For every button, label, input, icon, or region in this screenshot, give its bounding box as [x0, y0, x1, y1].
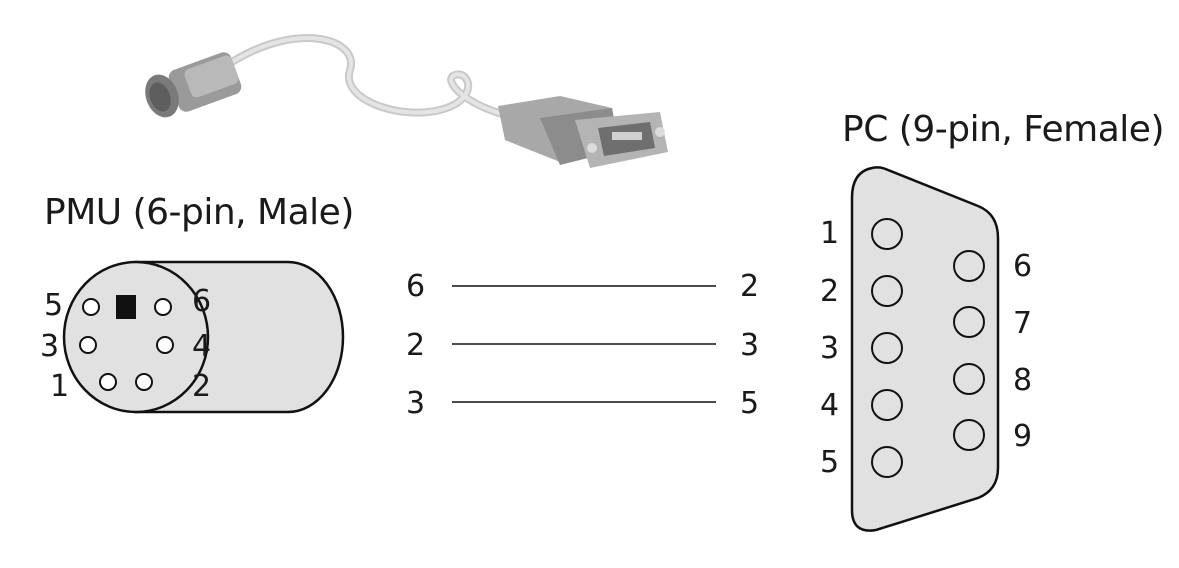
cable-illustration — [145, 34, 668, 168]
pmu-pin-label-5: 5 — [44, 288, 64, 323]
pmu-pin-3 — [79, 336, 97, 354]
pmu-key-pin — [116, 295, 136, 319]
din-plug-photo — [145, 52, 242, 118]
pmu-pin-label-1: 1 — [50, 369, 70, 404]
pmu-pin-5 — [82, 298, 100, 316]
pc-pin-label-9: 9 — [1013, 419, 1033, 454]
pmu-title: PMU (6-pin, Male) — [44, 192, 354, 233]
wire-to-label-3: 5 — [740, 386, 760, 421]
pmu-pin-label-6: 6 — [192, 284, 212, 319]
pc-pin-label-6: 6 — [1013, 249, 1033, 284]
wiring-lines — [452, 285, 716, 403]
pmu-pin-1 — [99, 373, 117, 391]
pc-pin-6 — [953, 250, 985, 282]
pc-pin-7 — [953, 306, 985, 338]
pmu-pin-label-3: 3 — [40, 329, 60, 364]
pc-connector — [850, 166, 1000, 532]
pmu-pin-6 — [154, 298, 172, 316]
pmu-pin-2 — [135, 373, 153, 391]
wire-to-label-1: 2 — [740, 269, 760, 304]
pmu-pin-label-2: 2 — [192, 369, 212, 404]
wire-from-label-2: 2 — [406, 328, 426, 363]
pc-pin-3 — [871, 332, 903, 364]
pc-pin-label-4: 4 — [820, 388, 840, 423]
pc-pin-8 — [953, 363, 985, 395]
pc-pin-label-2: 2 — [820, 274, 840, 309]
pmu-pin-label-4: 4 — [192, 329, 212, 364]
pc-pin-label-5: 5 — [820, 445, 840, 480]
pc-pin-label-3: 3 — [820, 331, 840, 366]
pc-pin-9 — [953, 419, 985, 451]
pc-pin-1 — [871, 218, 903, 250]
pc-pin-4 — [871, 389, 903, 421]
wire-from-label-3: 3 — [406, 386, 426, 421]
pmu-pin-4 — [156, 336, 174, 354]
pmu-connector — [62, 260, 345, 414]
pc-pin-label-1: 1 — [820, 216, 840, 251]
pc-pin-label-7: 7 — [1013, 306, 1033, 341]
pc-pin-5 — [871, 446, 903, 478]
pc-pin-2 — [871, 275, 903, 307]
wire-to-label-2: 3 — [740, 328, 760, 363]
dsub-plug-photo — [498, 96, 668, 168]
pc-title: PC (9-pin, Female) — [842, 109, 1165, 150]
pc-pin-label-8: 8 — [1013, 363, 1033, 398]
wire-from-label-1: 6 — [406, 269, 426, 304]
